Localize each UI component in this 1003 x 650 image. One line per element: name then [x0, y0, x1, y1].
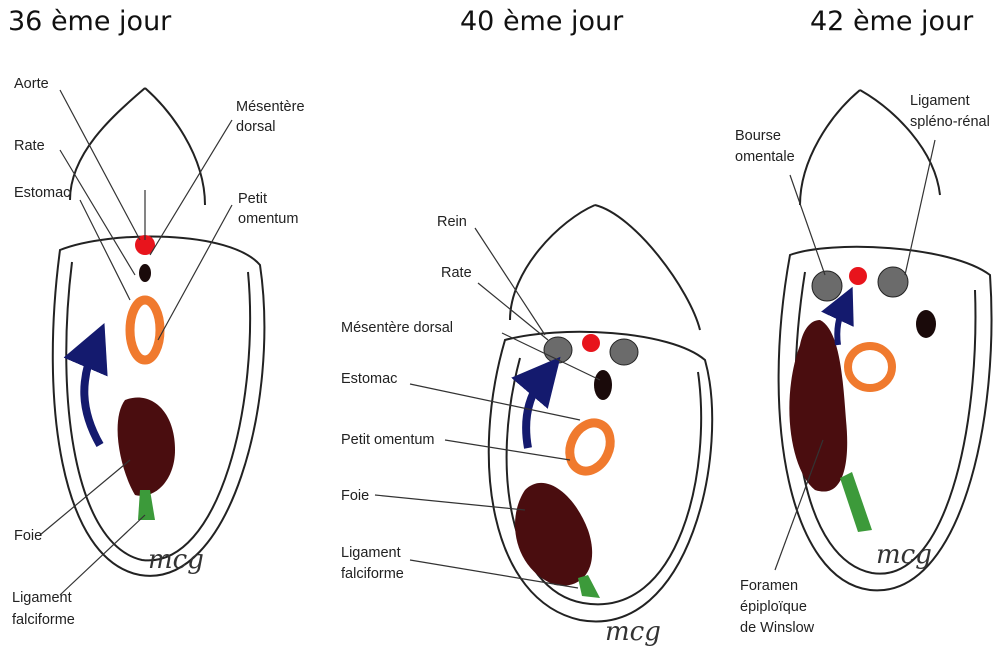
- label-rate: Rate: [14, 138, 45, 154]
- falciform-ligament: [138, 490, 155, 520]
- leader-rate: [60, 150, 135, 275]
- rotation-arrow: [837, 303, 845, 345]
- leader-estomac: [410, 384, 580, 420]
- label-petit-omentum: Petit omentum: [341, 432, 435, 448]
- leader-foie: [375, 495, 525, 510]
- leader-ligament: [60, 515, 145, 595]
- spleen: [916, 310, 936, 338]
- kidney-left: [812, 271, 842, 301]
- label-foie: Foie: [14, 528, 42, 544]
- signature: mcg: [605, 617, 661, 647]
- liver: [789, 320, 847, 492]
- leader-estomac: [80, 200, 130, 300]
- spleen-primordium: [139, 264, 151, 282]
- rotation-arrow: [84, 345, 100, 445]
- label-petit-line1: Petit: [238, 191, 267, 207]
- liver: [118, 397, 175, 495]
- label-petit-line2: omentum: [238, 211, 298, 227]
- signature: mcg: [876, 540, 932, 570]
- label-ligament-line1: Ligament: [12, 590, 72, 606]
- falciform-ligament: [840, 472, 872, 532]
- label-estomac: Estomac: [341, 371, 397, 387]
- leader-ligament-spleno-renal: [905, 140, 935, 275]
- label-ligament-line2: spléno-rénal: [910, 114, 990, 130]
- label-foramen-line1: Foramen: [740, 578, 798, 594]
- label-foramen-line3: de Winslow: [740, 620, 815, 636]
- label-ligament-line1: Ligament: [910, 93, 970, 109]
- label-rein: Rein: [437, 214, 467, 230]
- aorta: [582, 334, 600, 352]
- leader-bourse-omentale: [790, 175, 825, 275]
- kidney-left: [544, 337, 572, 363]
- panel-day-36: Aorte Rate Estomac Mésentère dorsal Peti…: [12, 76, 305, 628]
- leader-rate: [478, 283, 548, 340]
- liver: [515, 483, 592, 586]
- kidney-right: [610, 339, 638, 365]
- label-ligament-line2: falciforme: [12, 612, 75, 628]
- label-bourse-line1: Bourse: [735, 128, 781, 144]
- label-ligament-line2: falciforme: [341, 566, 404, 582]
- label-mesentere-line2: dorsal: [236, 119, 276, 135]
- signature: mcg: [148, 545, 204, 575]
- label-estomac: Estomac: [14, 185, 70, 201]
- panel-day-40: Rein Rate Mésentère dorsal Estomac Petit…: [341, 205, 712, 647]
- label-mesentere: Mésentère dorsal: [341, 320, 453, 336]
- label-foramen-line2: épiploïque: [740, 599, 807, 615]
- stomach: [848, 346, 892, 388]
- label-foie: Foie: [341, 488, 369, 504]
- label-bourse-line2: omentale: [735, 149, 795, 165]
- label-ligament-line1: Ligament: [341, 545, 401, 561]
- falciform-ligament: [578, 575, 600, 598]
- label-rate: Rate: [441, 265, 472, 281]
- embryo-outline: [510, 205, 700, 330]
- kidney-right: [878, 267, 908, 297]
- label-mesentere-line1: Mésentère: [236, 99, 305, 115]
- stomach: [562, 416, 618, 477]
- leader-foie: [40, 460, 130, 535]
- spleen: [594, 370, 612, 400]
- leader-petit-omentum: [158, 205, 232, 340]
- panel-day-42: Bourse omentale Ligament spléno-rénal Fo…: [735, 90, 992, 636]
- aorta: [849, 267, 867, 285]
- leader-mesentere: [150, 120, 232, 255]
- stomach: [130, 300, 160, 360]
- label-aorte: Aorte: [14, 76, 49, 92]
